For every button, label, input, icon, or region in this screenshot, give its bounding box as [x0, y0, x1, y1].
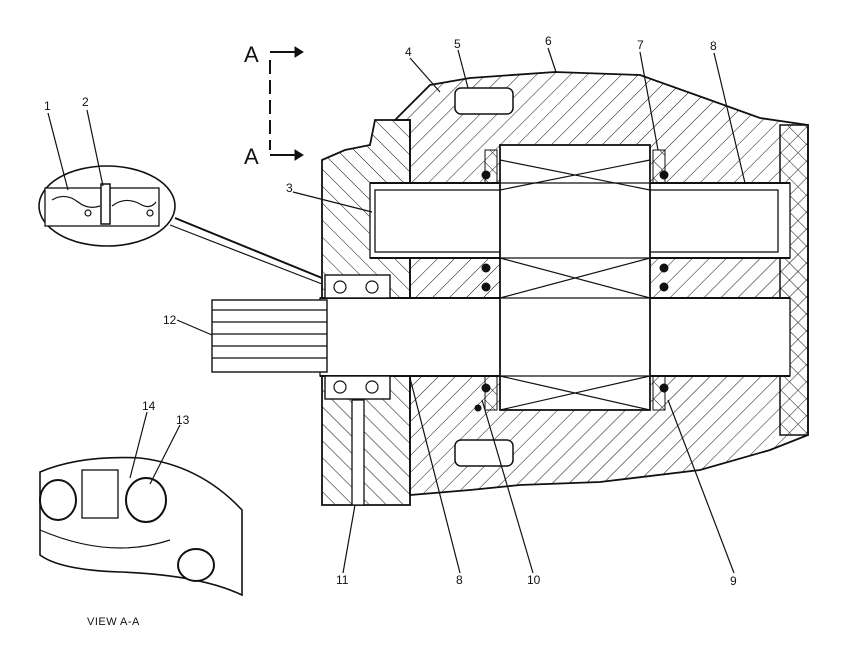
- callout-6: 6: [545, 34, 552, 48]
- shaft-seal-bearings: [324, 274, 391, 400]
- callout-1: 1: [44, 99, 51, 113]
- callout-3: 3: [286, 181, 293, 195]
- callout-5: 5: [454, 37, 461, 51]
- callout-8-bottom: 8: [456, 573, 463, 587]
- detail-magnifier: [38, 165, 323, 285]
- callout-10: 10: [527, 573, 541, 587]
- callout-2: 2: [82, 95, 89, 109]
- callout-8-top: 8: [710, 39, 717, 53]
- seal-rings: [474, 149, 669, 412]
- callout-labels: 1 2 3 4 5 6 7 8 9 10 8 11 12 13 14: [44, 34, 737, 588]
- callout-11: 11: [336, 573, 349, 587]
- section-letter-top: A: [244, 42, 259, 67]
- gear-block: [499, 144, 651, 411]
- callout-13: 13: [176, 413, 190, 427]
- section-marker: A A: [244, 42, 304, 169]
- view-label: VIEW A-A: [87, 616, 140, 628]
- callout-9: 9: [730, 574, 737, 588]
- section-letter-bottom: A: [244, 144, 259, 169]
- callout-14: 14: [142, 399, 156, 413]
- callout-4: 4: [405, 45, 412, 59]
- splined-input-shaft: [211, 299, 328, 373]
- leader-lines: [47, 47, 746, 574]
- view-a-a: VIEW A-A: [39, 456, 243, 628]
- callout-7: 7: [637, 38, 644, 52]
- dowel-pins: [351, 87, 514, 506]
- callout-12: 12: [163, 313, 177, 327]
